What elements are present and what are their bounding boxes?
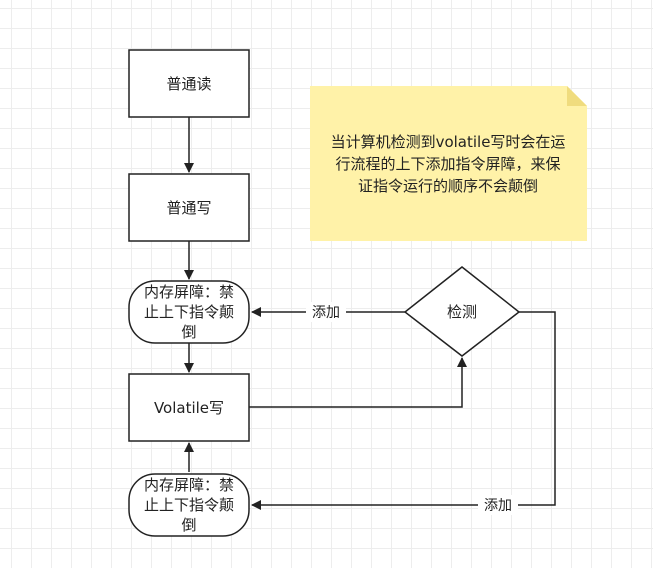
barrier-top-line-1: 内存屏障：禁 — [144, 283, 234, 301]
node-normal-read: 普通读 — [128, 49, 250, 118]
edge-label-add-top: 添加 — [312, 305, 340, 321]
edge-volatile-to-detect — [249, 357, 467, 408]
note-line-3: 证指令运行的顺序不会颠倒 — [358, 177, 538, 195]
note-line-1: 当计算机检测到volatile写时会在运 — [331, 133, 566, 151]
note-sticky: 当计算机检测到volatile写时会在运 行流程的上下添加指令屏障，来保 证指令… — [310, 86, 587, 241]
edge-detect-to-bottom-barrier — [251, 311, 556, 510]
barrier-bottom-line-3: 倒 — [181, 516, 196, 534]
node-memory-barrier-bottom: 内存屏障：禁 止上下指令颠 倒 — [128, 473, 250, 537]
node-detect-label: 检测 — [447, 303, 477, 321]
barrier-top-line-3: 倒 — [181, 323, 196, 341]
node-normal-write: 普通写 — [128, 173, 250, 242]
node-volatile-write-label: Volatile写 — [154, 399, 224, 417]
node-volatile-write: Volatile写 — [128, 373, 250, 442]
node-normal-write-label: 普通写 — [166, 199, 211, 217]
note-line-2: 行流程的上下添加指令屏障，来保 — [335, 155, 560, 173]
node-normal-read-label: 普通读 — [166, 75, 211, 93]
barrier-bottom-line-1: 内存屏障：禁 — [144, 476, 234, 494]
barrier-bottom-line-2: 止上下指令颠 — [144, 496, 234, 514]
node-detect-decision: 检测 — [403, 266, 521, 357]
node-memory-barrier-top: 内存屏障：禁 止上下指令颠 倒 — [128, 280, 250, 344]
barrier-top-line-2: 止上下指令颠 — [144, 303, 234, 321]
edge-label-add-bottom: 添加 — [484, 498, 512, 514]
